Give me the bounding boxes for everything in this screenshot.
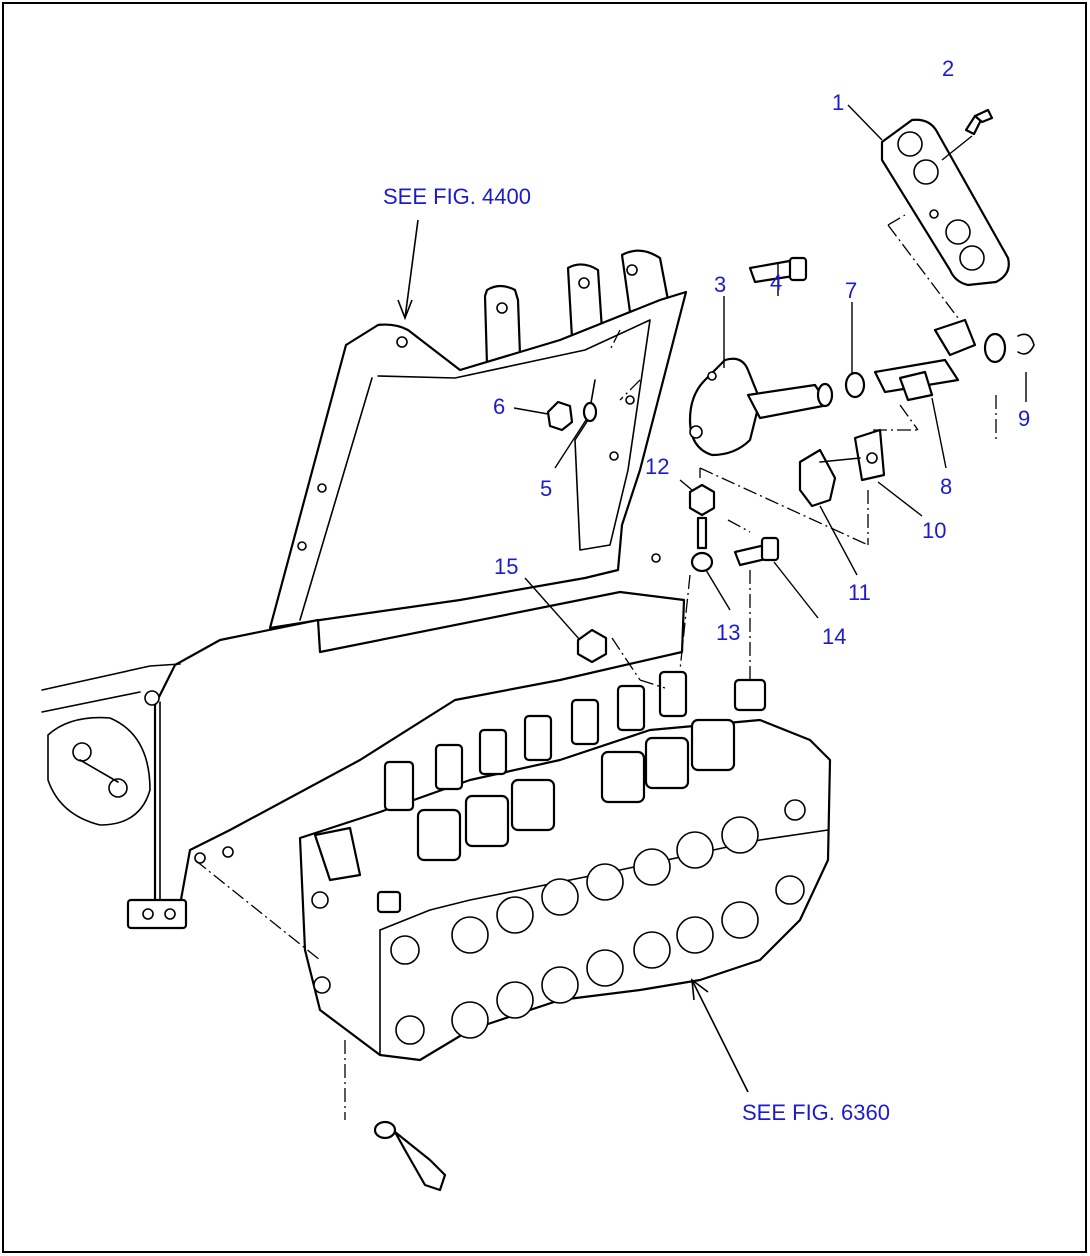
part-12-nut	[688, 483, 716, 517]
callout-1: 1	[832, 90, 844, 115]
center-lines	[194, 214, 997, 1120]
part-1-plate	[880, 118, 1010, 287]
callout-4: 4	[770, 270, 782, 295]
leader-lines	[513, 104, 1027, 641]
part-8-shaft-arm	[873, 318, 977, 402]
valve-ports	[390, 799, 806, 1045]
part-9-ring	[1017, 333, 1035, 355]
callout-3: 3	[714, 272, 726, 297]
callout-14: 14	[822, 624, 846, 649]
reference-see-fig-4400: SEE FIG. 4400	[383, 184, 531, 209]
reference-arrow-bottom	[691, 978, 749, 1093]
callout-11: 11	[848, 580, 871, 605]
mounting-frame-bracket	[41, 249, 688, 930]
part-11-clip	[798, 448, 861, 508]
callout-9: 9	[1018, 406, 1030, 431]
callout-2: 2	[942, 56, 954, 81]
mounting-bolt	[373, 1120, 447, 1192]
part-3-lever	[688, 357, 834, 457]
callout-13: 13	[716, 620, 740, 645]
part-5-washer	[582, 401, 598, 423]
callout-6: 6	[493, 394, 505, 419]
callout-5: 5	[540, 476, 552, 501]
callout-12: 12	[645, 454, 669, 479]
callout-10: 10	[922, 518, 946, 543]
part-6-nut	[546, 400, 574, 432]
valve-fittings	[416, 718, 736, 862]
callout-15: 15	[494, 554, 518, 579]
control-valve-assembly	[298, 670, 832, 1062]
part-10-clevis	[853, 428, 886, 482]
part-13-rod-end	[690, 516, 714, 573]
reference-arrow-top	[397, 219, 419, 321]
part-15-nut	[576, 628, 608, 664]
valve-spools	[383, 670, 767, 812]
reference-see-fig-6360: SEE FIG. 6360	[742, 1100, 890, 1125]
callout-8: 8	[940, 474, 952, 499]
part-7-collar	[844, 371, 866, 399]
callout-7: 7	[845, 278, 857, 303]
